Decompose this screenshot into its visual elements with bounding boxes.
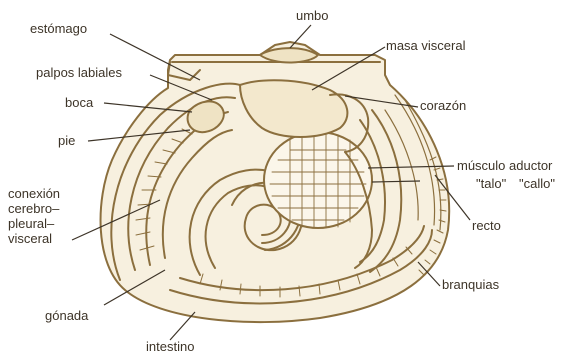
umbo-shape xyxy=(260,48,318,62)
label-callo: "callo" xyxy=(519,177,555,191)
label-masa-visceral: masa visceral xyxy=(386,39,465,53)
label-conexion-line4: visceral xyxy=(8,231,88,246)
label-palpos-labiales: palpos labiales xyxy=(36,66,122,80)
label-umbo: umbo xyxy=(296,9,329,23)
label-estomago: estómago xyxy=(30,22,87,36)
label-musculo-aductor: músculo aductor xyxy=(457,159,552,173)
leader-intestino xyxy=(170,312,195,340)
label-conexion-line1: conexión xyxy=(8,186,88,201)
label-pie: pie xyxy=(58,134,75,148)
label-gonada: gónada xyxy=(45,309,88,323)
adductor-muscle xyxy=(264,132,372,228)
label-branquias: branquias xyxy=(442,278,499,292)
label-intestino: intestino xyxy=(146,340,194,354)
label-talo: "talo" xyxy=(476,177,506,191)
label-conexion-line3: pleural– xyxy=(8,216,88,231)
label-boca: boca xyxy=(65,96,93,110)
label-recto: recto xyxy=(472,219,501,233)
label-conexion-cerebro-pleural-visceral: conexión cerebro– pleural– visceral xyxy=(8,186,88,246)
label-conexion-line2: cerebro– xyxy=(8,201,88,216)
label-corazon: corazón xyxy=(420,99,466,113)
